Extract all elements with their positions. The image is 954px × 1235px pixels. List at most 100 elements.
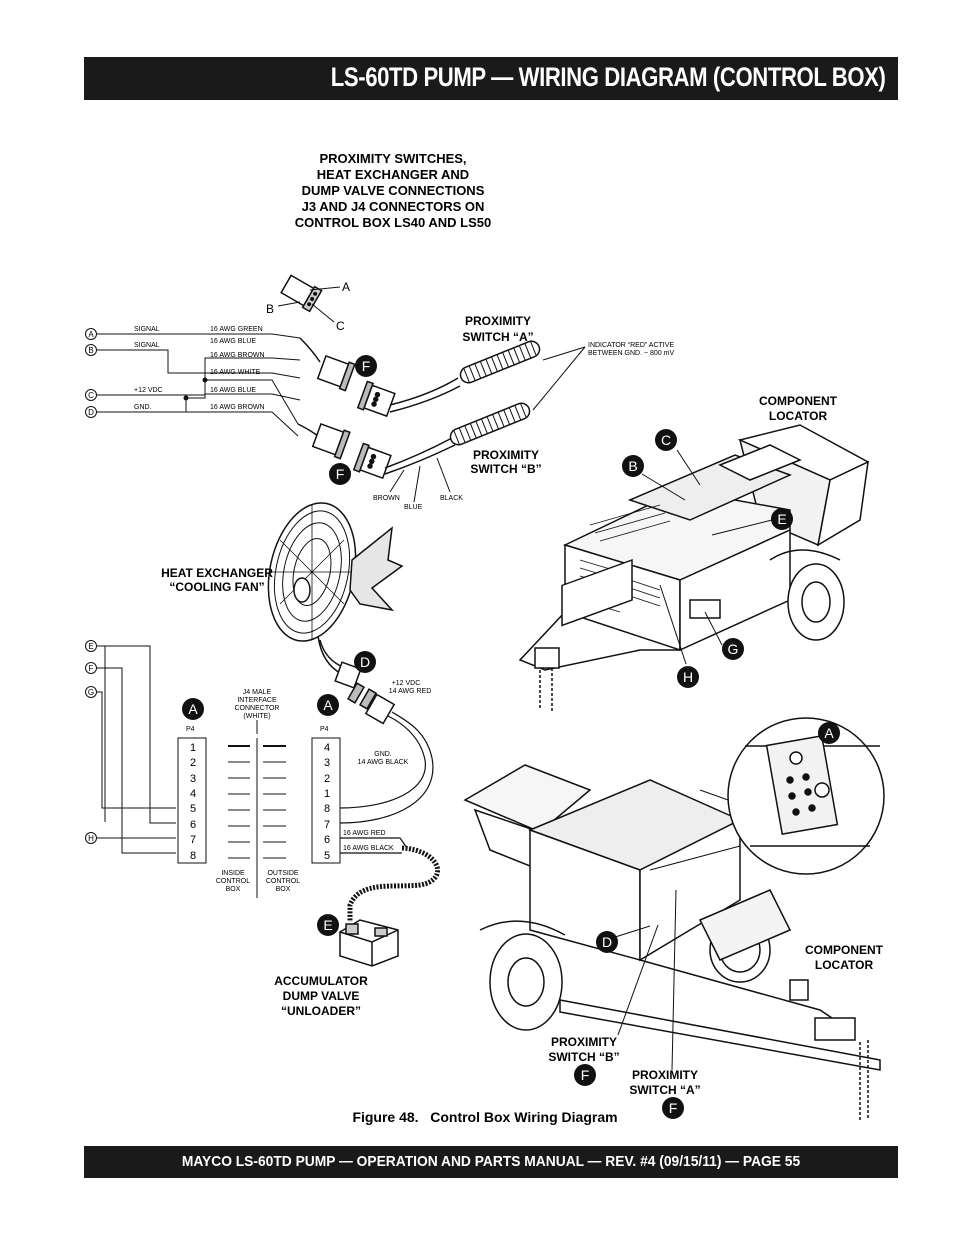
- j4-right-pins: 4 3 2 1 8 7 6 5: [324, 742, 330, 862]
- p4-labels: P4 P4: [186, 726, 329, 733]
- signal-labels: SIGNAL SIGNAL +12 VDC GND.: [134, 326, 163, 411]
- svg-text:PROXIMITY: PROXIMITY: [632, 1068, 698, 1082]
- lower-terminals: E F G H: [85, 640, 97, 844]
- svg-text:A: A: [323, 697, 333, 713]
- svg-text:“UNLOADER”: “UNLOADER”: [281, 1004, 361, 1018]
- svg-text:5: 5: [190, 803, 196, 815]
- dump-valve-drawing: [339, 919, 399, 967]
- callout-f-lower: F: [329, 463, 351, 485]
- callout-a-inset: A: [818, 722, 840, 744]
- svg-text:6: 6: [324, 834, 330, 846]
- prox-a-label: PROXIMITY SWITCH “A”: [462, 314, 533, 344]
- svg-text:HEAT EXCHANGER AND: HEAT EXCHANGER AND: [317, 167, 469, 182]
- svg-text:1: 1: [190, 742, 196, 754]
- svg-text:16 AWG BROWN: 16 AWG BROWN: [210, 352, 265, 359]
- svg-text:16 AWG BLACK: 16 AWG BLACK: [343, 845, 394, 852]
- svg-text:INDICATOR “RED” ACTIVE: INDICATOR “RED” ACTIVE: [588, 342, 674, 349]
- callout-f-upper: F: [355, 355, 377, 377]
- machine-lower-drawing: [463, 558, 881, 1120]
- svg-text:B: B: [88, 346, 93, 355]
- svg-text:14 AWG BLACK: 14 AWG BLACK: [358, 759, 409, 766]
- svg-text:SIGNAL: SIGNAL: [134, 342, 160, 349]
- svg-text:GND.: GND.: [374, 751, 392, 758]
- svg-text:8: 8: [190, 850, 196, 862]
- svg-text:PROXIMITY: PROXIMITY: [551, 1035, 617, 1049]
- callout-h: H: [677, 666, 699, 688]
- svg-text:GND.: GND.: [134, 404, 152, 411]
- fan-connector: [334, 661, 396, 725]
- zoom-inset: [649, 717, 885, 875]
- svg-text:G: G: [88, 688, 94, 697]
- svg-text:ACCUMULATOR: ACCUMULATOR: [274, 974, 368, 988]
- svg-text:CONTROL BOX LS40 AND LS50: CONTROL BOX LS40 AND LS50: [295, 215, 491, 230]
- svg-text:“COOLING FAN”: “COOLING FAN”: [169, 580, 264, 594]
- prox-b-label: PROXIMITY SWITCH “B”: [470, 448, 541, 476]
- svg-text:C: C: [88, 391, 94, 400]
- svg-text:D: D: [88, 408, 94, 417]
- svg-text:4: 4: [190, 788, 196, 800]
- callout-d-machine: D: [596, 931, 618, 953]
- svg-text:CONTROL: CONTROL: [216, 878, 250, 885]
- cable-leaders: [389, 457, 451, 503]
- svg-text:LOCATOR: LOCATOR: [769, 409, 828, 423]
- svg-text:BOX: BOX: [276, 886, 291, 893]
- svg-text:SWITCH “A”: SWITCH “A”: [462, 330, 533, 344]
- connector-pair-upper: [299, 337, 461, 418]
- svg-text:SWITCH “A”: SWITCH “A”: [629, 1083, 700, 1097]
- footer-text: MAYCO LS-60TD PUMP — OPERATION AND PARTS…: [181, 1153, 801, 1170]
- locator-upper-label: COMPONENT LOCATOR: [759, 394, 838, 423]
- svg-text:A: A: [188, 701, 198, 717]
- svg-text:J4 MALE: J4 MALE: [243, 689, 272, 696]
- figure-caption: Figure 48. Control Box Wiring Diagram: [352, 1109, 617, 1125]
- wire-labels: 16 AWG GREEN 16 AWG BLUE 16 AWG BROWN 16…: [210, 326, 265, 411]
- footer-bar: MAYCO LS-60TD PUMP — OPERATION AND PARTS…: [84, 1146, 898, 1178]
- svg-text:H: H: [88, 834, 94, 843]
- svg-text:BOX: BOX: [226, 886, 241, 893]
- svg-text:F: F: [669, 1100, 678, 1116]
- callout-e-valve: E: [317, 914, 339, 936]
- svg-text:D: D: [602, 934, 612, 950]
- callout-f-prox-b: F: [574, 1064, 596, 1086]
- svg-text:LOCATOR: LOCATOR: [815, 958, 874, 972]
- svg-text:8: 8: [324, 803, 330, 815]
- callout-f-prox-a: F: [662, 1097, 684, 1119]
- svg-text:2: 2: [190, 757, 196, 769]
- svg-text:16 AWG BLUE: 16 AWG BLUE: [210, 338, 256, 345]
- connector-pinout: A B C: [266, 274, 350, 333]
- cooling-fan-drawing: [267, 502, 404, 675]
- pin-c-label: C: [336, 319, 345, 333]
- j4-title: J4 MALE INTERFACE CONNECTOR (WHITE): [235, 689, 280, 734]
- svg-text:F: F: [581, 1067, 590, 1083]
- svg-text:3: 3: [190, 773, 196, 785]
- pin-a-label: A: [342, 280, 350, 294]
- svg-text:2: 2: [324, 773, 330, 785]
- svg-text:5: 5: [324, 850, 330, 862]
- connection-title-block: PROXIMITY SWITCHES, HEAT EXCHANGER AND D…: [295, 151, 491, 230]
- j4-left-pins: 1 2 3 4 5 6 7 8: [190, 742, 196, 862]
- locator-lower-label: COMPONENT LOCATOR: [805, 943, 884, 972]
- fan-label: HEAT EXCHANGER “COOLING FAN”: [161, 566, 273, 594]
- callout-d-fan: D: [354, 651, 376, 673]
- svg-text:BLACK: BLACK: [440, 495, 463, 502]
- gnd-label: GND. 14 AWG BLACK: [358, 751, 409, 766]
- svg-text:SWITCH “B”: SWITCH “B”: [548, 1050, 619, 1064]
- svg-text:PROXIMITY SWITCHES,: PROXIMITY SWITCHES,: [319, 151, 466, 166]
- valve-wire-labels: 16 AWG RED 16 AWG BLACK: [343, 830, 394, 852]
- svg-text:BETWEEN GND. ~ 800 mV: BETWEEN GND. ~ 800 mV: [588, 350, 674, 357]
- connector-pair-lower: [297, 422, 456, 480]
- outside-label: OUTSIDE CONTROL BOX: [266, 870, 300, 893]
- svg-text:C: C: [661, 432, 671, 448]
- svg-text:BROWN: BROWN: [373, 495, 400, 502]
- inside-label: INSIDE CONTROL BOX: [216, 870, 250, 893]
- fan-power-wires: [339, 711, 434, 824]
- cable-color-labels: BROWN BLUE BLACK: [373, 495, 463, 511]
- svg-text:J3 AND J4 CONNECTORS ON: J3 AND J4 CONNECTORS ON: [302, 199, 485, 214]
- svg-text:BLUE: BLUE: [404, 504, 423, 511]
- svg-text:PROXIMITY: PROXIMITY: [473, 448, 539, 462]
- top-terminals: A B C D: [85, 328, 97, 418]
- svg-text:CONNECTOR: CONNECTOR: [235, 705, 280, 712]
- callout-g: G: [722, 638, 744, 660]
- svg-text:D: D: [360, 654, 370, 670]
- svg-text:F: F: [89, 664, 94, 673]
- svg-text:CONTROL: CONTROL: [266, 878, 300, 885]
